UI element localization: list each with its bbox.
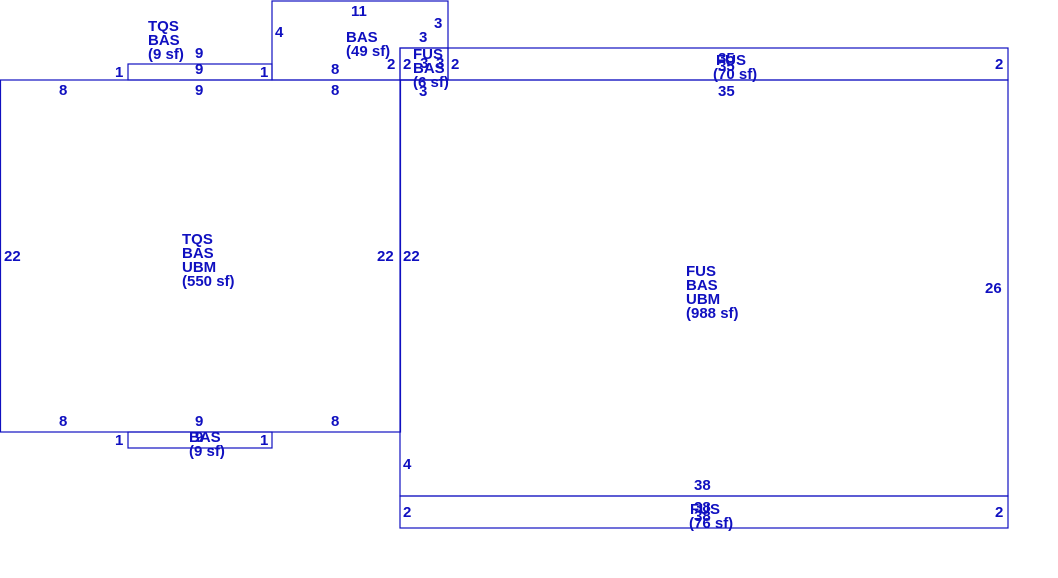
dimension-label: 4 xyxy=(275,24,284,41)
area-size: (988 sf) xyxy=(686,305,739,322)
dimension-label: 11 xyxy=(351,3,367,20)
dimension-label: 8 xyxy=(331,82,339,99)
dimension-label: 38 xyxy=(694,499,711,516)
area-main-right-label: FUS BAS UBM (988 sf) xyxy=(686,263,739,322)
dimension-label: 8 xyxy=(331,61,339,78)
dimension-label: 38 xyxy=(694,477,711,494)
dimension-label: 4 xyxy=(403,456,412,473)
dimension-label: 22 xyxy=(403,248,420,265)
area-top-left-strip-label: TQS BAS (9 sf) xyxy=(148,18,184,63)
area-small-fus-label: FUS BAS (6 sf) xyxy=(413,46,449,91)
dimension-label: 3 xyxy=(420,55,428,72)
dimension-label: 35 xyxy=(718,58,735,75)
dimension-label: 9 xyxy=(195,45,203,62)
area-bottom-left-strip-dimensions: 9 1 1 xyxy=(115,429,268,449)
dimension-label: 35 xyxy=(718,50,735,67)
area-bottom-left-strip-outline[interactable] xyxy=(127,431,273,449)
dimension-label: 9 xyxy=(195,61,203,78)
dimension-label: 38 xyxy=(694,508,711,525)
area-bottom-right-strip-label: FUS (76 sf) xyxy=(689,501,733,532)
area-top-bay-outline[interactable] xyxy=(271,0,449,81)
dimension-label: 26 xyxy=(985,280,1002,297)
area-main-right-dimensions: 22 26 4 38 xyxy=(403,248,1002,494)
dimension-label: 8 xyxy=(59,82,67,99)
dimension-label: 35 xyxy=(718,83,735,100)
area-size: (49 sf) xyxy=(346,43,390,60)
area-code: UBM xyxy=(686,291,720,308)
area-code: BAS xyxy=(148,32,180,49)
area-code: BAS xyxy=(189,429,221,446)
dimension-label: 3 xyxy=(419,83,427,100)
area-small-fus-dimensions: 2 2 3 3 3 xyxy=(403,55,459,100)
dimension-label: 2 xyxy=(995,56,1003,73)
dimension-label: 8 xyxy=(59,413,67,430)
dimension-label: 2 xyxy=(403,504,411,521)
area-bottom-left-strip-label: BAS (9 sf) xyxy=(189,429,225,460)
dimension-label: 2 xyxy=(387,56,395,73)
area-code: FUS xyxy=(690,501,720,518)
dimension-label: 3 xyxy=(436,55,444,72)
area-size: (76 sf) xyxy=(689,515,733,532)
area-main-left-label: TQS BAS UBM (550 sf) xyxy=(182,231,235,290)
area-code: FUS xyxy=(413,46,443,63)
area-code: BAS xyxy=(182,245,214,262)
area-code: FUS xyxy=(686,263,716,280)
area-top-bay-label: BAS (49 sf) xyxy=(346,29,390,60)
area-bottom-right-strip-dimensions: 38 38 2 2 xyxy=(403,499,1003,525)
dimension-label: 1 xyxy=(115,432,123,449)
area-code: BAS xyxy=(413,60,445,77)
area-top-right-strip-label: FUS (70 sf) xyxy=(713,52,757,83)
dimension-label: 9 xyxy=(195,413,203,430)
dimension-label: 2 xyxy=(451,56,459,73)
dimension-label: 22 xyxy=(4,248,21,265)
dimension-label: 8 xyxy=(331,413,339,430)
dimension-label: 3 xyxy=(419,29,427,46)
area-top-bay-dimensions: 11 4 3 3 8 2 xyxy=(275,3,442,78)
dimension-label: 22 xyxy=(377,248,394,265)
dimension-label: 9 xyxy=(195,82,203,99)
dimension-label: 1 xyxy=(260,64,268,81)
dimension-label: 3 xyxy=(434,15,442,32)
dimension-label: 9 xyxy=(195,429,203,446)
area-code: BAS xyxy=(346,29,378,46)
area-size: (70 sf) xyxy=(713,66,757,83)
area-size: (6 sf) xyxy=(413,74,449,91)
dimension-label: 1 xyxy=(115,64,123,81)
area-code: TQS xyxy=(182,231,213,248)
area-code: FUS xyxy=(716,52,746,69)
area-size: (9 sf) xyxy=(148,46,184,63)
area-main-left-dimensions: 8 9 8 22 22 8 9 8 xyxy=(4,82,394,430)
area-bottom-right-strip-outline[interactable] xyxy=(399,495,1009,529)
area-top-left-strip-dimensions: 9 9 1 1 xyxy=(115,45,268,81)
area-code: TQS xyxy=(148,18,179,35)
area-size: (9 sf) xyxy=(189,443,225,460)
dimension-label: 1 xyxy=(260,432,268,449)
area-top-right-strip-outline[interactable] xyxy=(399,47,1009,81)
area-size: (550 sf) xyxy=(182,273,235,290)
area-code: UBM xyxy=(182,259,216,276)
area-code: BAS xyxy=(686,277,718,294)
dimension-label: 2 xyxy=(995,504,1003,521)
area-top-right-strip-dimensions: 35 35 35 2 xyxy=(718,50,1003,100)
dimension-label: 2 xyxy=(403,56,411,73)
